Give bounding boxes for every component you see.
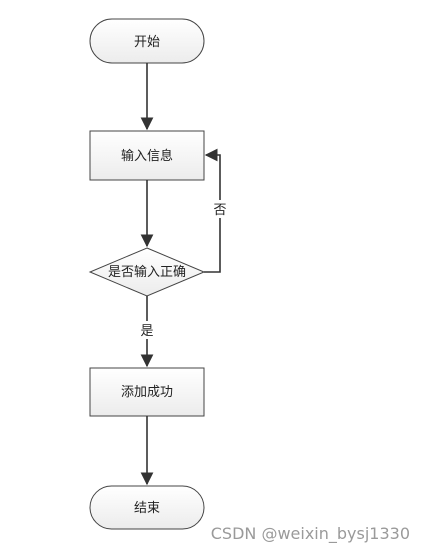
no-label: 否 — [213, 203, 226, 218]
yes-label-bg — [138, 321, 156, 339]
check-node: 是否输入正确 — [88, 247, 206, 297]
end-label: 结束 — [134, 501, 160, 516]
end-node: 结束 — [89, 485, 205, 530]
check-label: 是否输入正确 — [108, 264, 186, 280]
input-node: 输入信息 — [89, 130, 205, 181]
no-label-bg — [211, 200, 229, 218]
watermark: CSDN @weixin_bysj1330 — [210, 524, 410, 543]
start-node: 开始 — [89, 18, 205, 64]
success-label: 添加成功 — [121, 385, 173, 400]
yes-label: 是 — [140, 324, 153, 339]
success-node: 添加成功 — [89, 367, 205, 417]
start-label: 开始 — [134, 35, 160, 50]
input-label: 输入信息 — [121, 148, 173, 164]
